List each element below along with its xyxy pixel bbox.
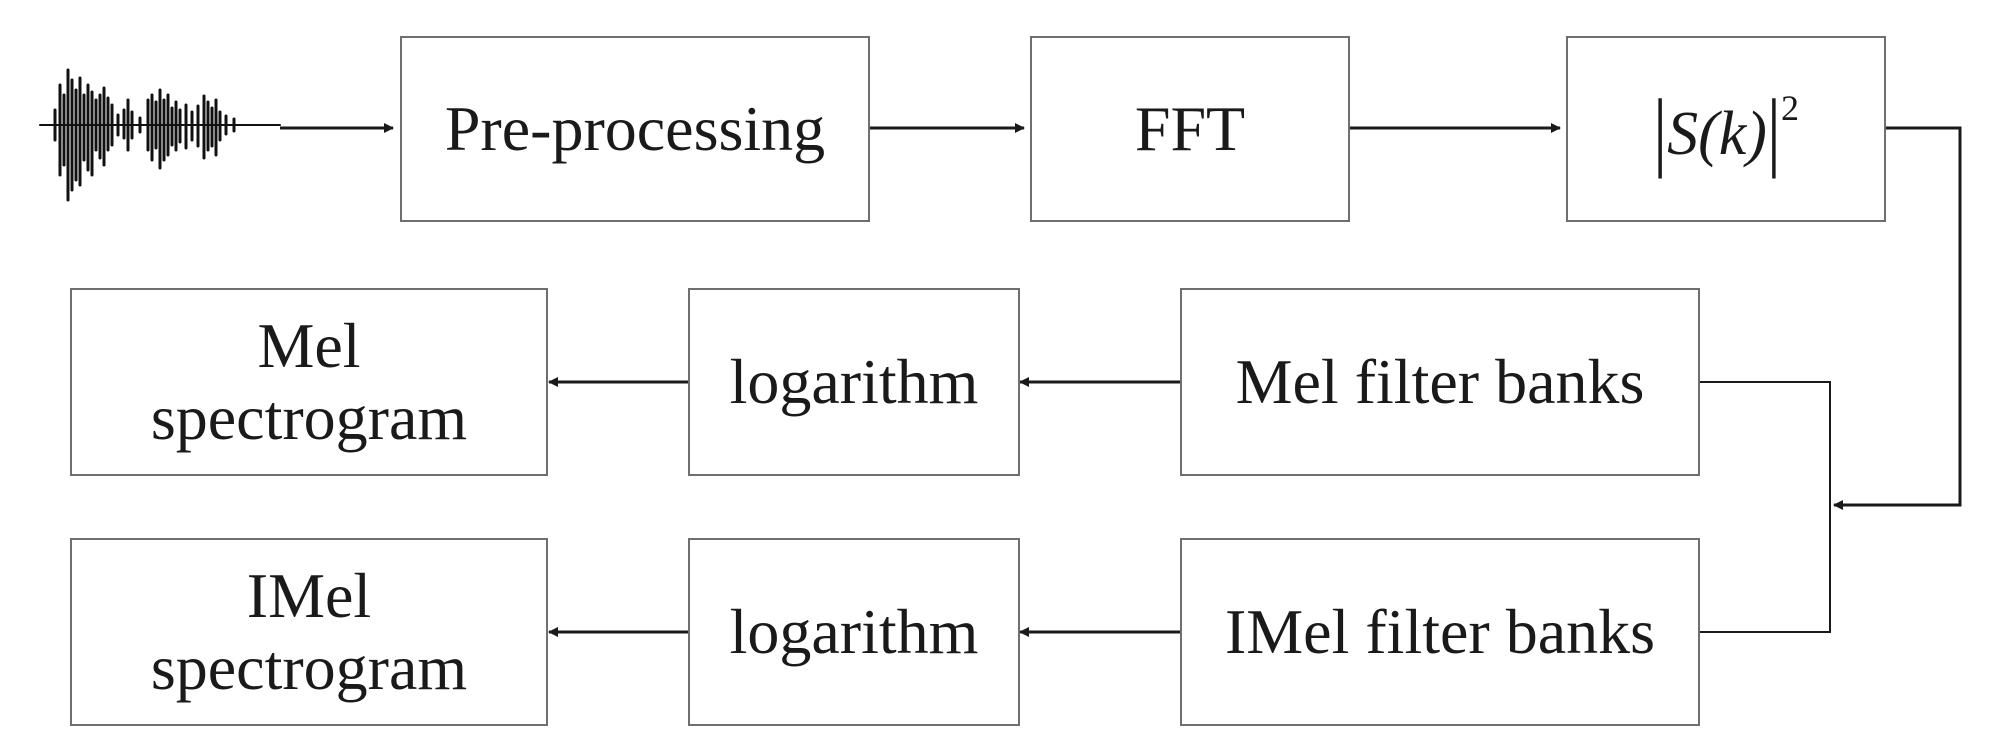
logarithm-box-mel: logarithm bbox=[688, 288, 1020, 476]
mel-spectrogram-box: Mel spectrogram bbox=[70, 288, 548, 476]
power-spectrum-formula: |S(k)|2 bbox=[1653, 83, 1799, 180]
fft-label: FFT bbox=[1134, 93, 1246, 165]
power-symbol: S bbox=[1667, 99, 1699, 168]
mel-filter-banks-label: Mel filter banks bbox=[1235, 346, 1645, 418]
speech-waveform-icon bbox=[39, 68, 281, 202]
connector-split-to-mel-filter bbox=[1700, 381, 1831, 505]
preprocessing-box: Pre-processing bbox=[400, 36, 870, 222]
logarithm-box-imel: logarithm bbox=[688, 538, 1020, 726]
fft-box: FFT bbox=[1030, 36, 1350, 222]
logarithm-label-mel: logarithm bbox=[729, 346, 979, 418]
power-spectrum-box: |S(k)|2 bbox=[1566, 36, 1886, 222]
preprocessing-label: Pre-processing bbox=[444, 93, 826, 165]
power-variable: k bbox=[1718, 99, 1747, 168]
mel-filter-banks-box: Mel filter banks bbox=[1180, 288, 1700, 476]
connector-power-to-split bbox=[1833, 126, 1962, 510]
mel-spectrogram-line2: spectrogram bbox=[150, 382, 468, 453]
imel-spectrogram-line2: spectrogram bbox=[150, 632, 468, 703]
imel-spectrogram-box: IMel spectrogram bbox=[70, 538, 548, 726]
mel-spectrogram-line1: Mel bbox=[257, 310, 361, 382]
imel-filter-banks-label: IMel filter banks bbox=[1224, 596, 1656, 668]
logarithm-label-imel: logarithm bbox=[729, 596, 979, 668]
imel-spectrogram-line1: IMel bbox=[246, 560, 372, 632]
imel-filter-banks-box: IMel filter banks bbox=[1180, 538, 1700, 726]
connector-split-to-imel-filter bbox=[1700, 505, 1831, 633]
power-exponent: 2 bbox=[1780, 87, 1799, 128]
